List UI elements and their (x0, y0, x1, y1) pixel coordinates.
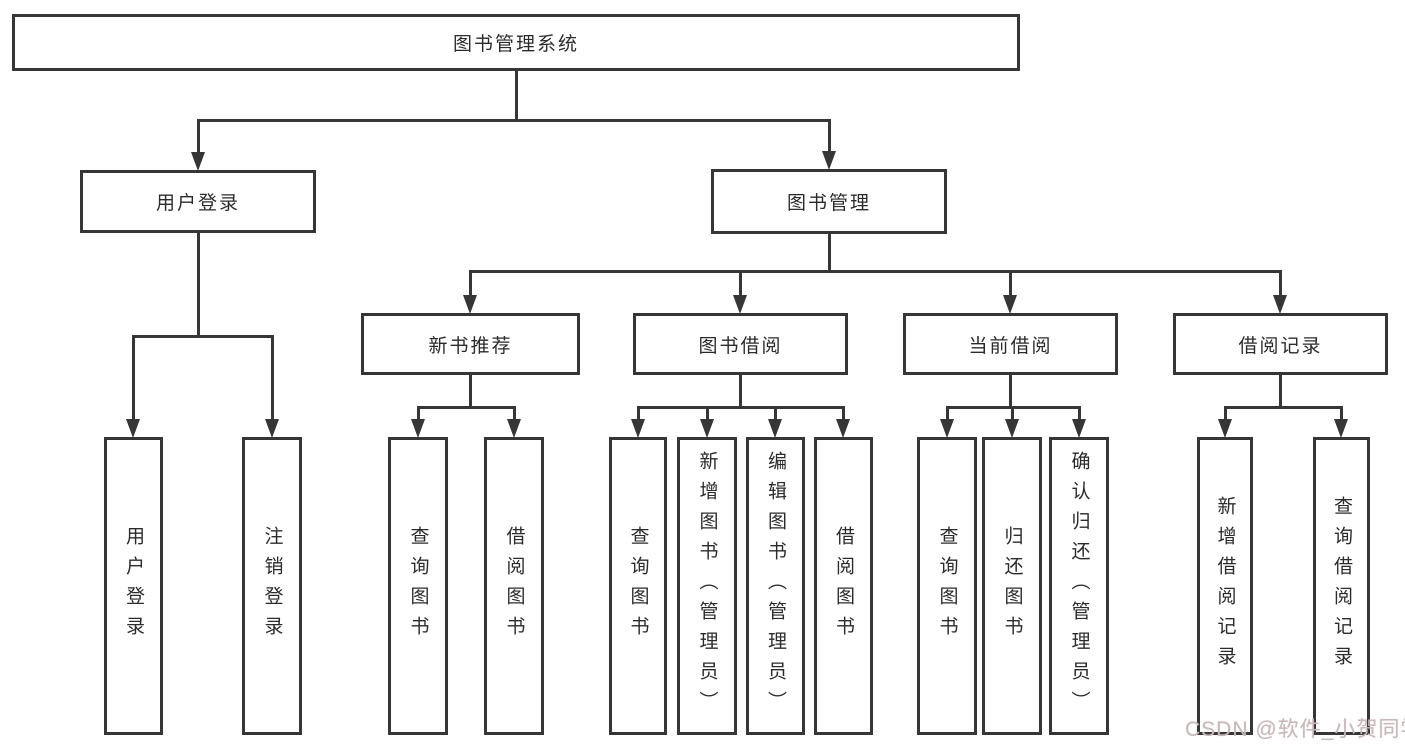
node-cb-confirm-return: 确认归还（管理员） (1049, 437, 1109, 735)
arrow-down-icon (410, 419, 425, 438)
node-label-bb-query-book: 查询图书 (627, 526, 649, 646)
connector-line (512, 406, 516, 421)
arrow-down-icon (463, 295, 477, 314)
node-new-book-rec: 新书推荐 (361, 313, 580, 375)
arrow-down-icon (836, 419, 850, 438)
arrow-down-icon (1071, 419, 1086, 438)
node-label-bb-add-book: 新增图书（管理员） (696, 451, 718, 721)
arrow-down-icon (699, 419, 714, 438)
connector-line (1223, 406, 1343, 409)
node-user-login: 用户登录 (104, 437, 163, 735)
node-label-borrow-records: 借阅记录 (1238, 335, 1323, 357)
node-label-root: 图书管理系统 (452, 34, 579, 55)
node-cb-query-book: 查询图书 (917, 437, 977, 735)
arrow-down-icon (126, 419, 140, 438)
connector-line (1009, 374, 1012, 409)
connector-line (196, 232, 200, 338)
connector-line (739, 270, 742, 297)
arrow-down-icon (1334, 419, 1348, 438)
arrow-down-icon (768, 419, 782, 438)
connector-line (1279, 270, 1282, 297)
connector-line (842, 406, 845, 421)
node-bb-query-book: 查询图书 (609, 437, 667, 735)
node-label-cb-confirm-return: 确认归还（管理员） (1068, 451, 1090, 721)
arrow-down-icon (264, 419, 279, 438)
node-rec-borrow-book: 借阅图书 (484, 437, 544, 735)
connector-line (469, 270, 1282, 273)
arrow-down-icon (1273, 295, 1287, 314)
node-label-bb-edit-book: 编辑图书（管理员） (765, 451, 786, 721)
node-label-book-borrow: 图书借阅 (698, 335, 783, 357)
connector-line (469, 270, 472, 297)
node-label-logout: 注销登录 (261, 526, 283, 646)
arrow-down-icon (506, 419, 521, 438)
connector-line (469, 374, 472, 409)
connector-line (132, 335, 274, 338)
node-label-new-book-rec: 新书推荐 (428, 335, 513, 357)
node-current-borrow: 当前借阅 (903, 313, 1118, 375)
node-bb-add-book: 新增图书（管理员） (677, 437, 737, 735)
node-user-login-group: 用户登录 (80, 170, 316, 233)
connector-line (1009, 270, 1012, 297)
connector-line (196, 119, 200, 154)
connector-line (1010, 406, 1014, 421)
connector-line (514, 70, 518, 122)
arrow-down-icon (1004, 419, 1019, 438)
node-label-br-add-record: 新增借阅记录 (1214, 496, 1236, 676)
connector-line (827, 119, 831, 153)
arrow-down-icon (630, 419, 645, 438)
node-br-add-record: 新增借阅记录 (1197, 437, 1253, 735)
node-label-current-borrow: 当前借阅 (968, 335, 1053, 357)
node-bb-edit-book: 编辑图书（管理员） (746, 437, 805, 735)
csdn-watermark: CSDN @软件_小贺同学 (1185, 718, 1405, 741)
node-label-cb-query-book: 查询图书 (936, 526, 958, 646)
node-label-rec-borrow-book: 借阅图书 (503, 526, 525, 646)
node-book-borrow: 图书借阅 (633, 313, 848, 375)
node-label-br-query-record: 查询借阅记录 (1331, 496, 1352, 676)
connector-line (132, 335, 135, 421)
connector-line (636, 406, 845, 409)
arrow-down-icon (821, 151, 836, 170)
connector-line (945, 406, 949, 421)
connector-line (416, 406, 420, 421)
node-label-user-login-group: 用户登录 (155, 193, 240, 214)
connector-line (270, 335, 274, 421)
arrow-down-icon (939, 419, 954, 438)
arrow-down-icon (1217, 419, 1232, 438)
node-bb-borrow-book: 借阅图书 (814, 437, 873, 735)
connector-line (827, 233, 831, 273)
node-rec-query-book: 查询图书 (388, 437, 448, 735)
connector-line (739, 374, 742, 409)
connector-line (636, 406, 640, 421)
node-borrow-records: 借阅记录 (1173, 313, 1388, 375)
connector-line (1077, 406, 1081, 421)
node-root: 图书管理系统 (12, 14, 1020, 71)
connector-line (416, 406, 516, 409)
node-label-rec-query-book: 查询图书 (407, 526, 429, 646)
connector-line (1279, 374, 1282, 409)
node-label-book-mgmt: 图书管理 (786, 193, 871, 214)
connector-line (1340, 406, 1343, 421)
node-br-query-record: 查询借阅记录 (1313, 437, 1370, 735)
arrow-down-icon (1003, 295, 1017, 314)
arrow-down-icon (733, 295, 747, 314)
node-logout: 注销登录 (242, 437, 302, 735)
node-cb-return-book: 归还图书 (982, 437, 1042, 735)
connector-line (774, 406, 777, 421)
connector-line (705, 406, 709, 421)
connector-line (196, 119, 831, 122)
node-book-mgmt: 图书管理 (711, 169, 947, 234)
arrow-down-icon (190, 152, 205, 171)
connector-line (1223, 406, 1227, 421)
node-label-bb-borrow-book: 借阅图书 (833, 526, 854, 646)
node-label-cb-return-book: 归还图书 (1001, 526, 1023, 646)
node-label-user-login: 用户登录 (123, 526, 144, 646)
